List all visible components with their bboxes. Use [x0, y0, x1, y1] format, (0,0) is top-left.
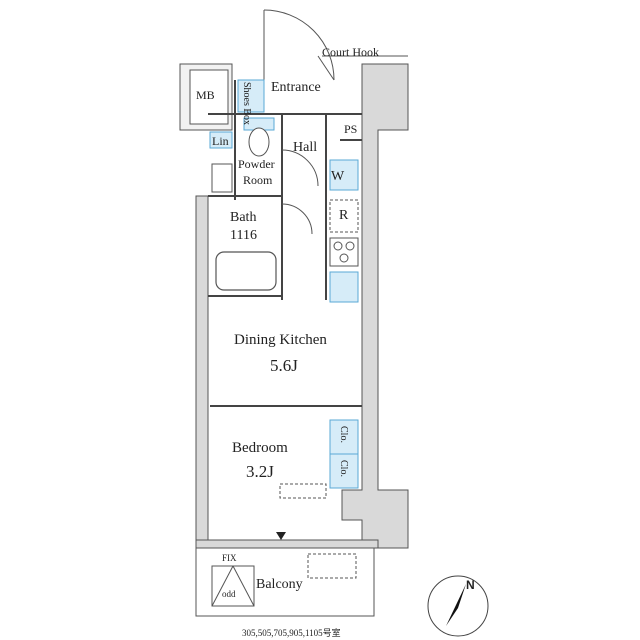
mb-label: MB: [196, 88, 215, 102]
hall-label: Hall: [293, 140, 318, 155]
fridge-space: [329, 199, 359, 233]
lin-label: Lin: [212, 134, 229, 148]
powder-sink: [211, 163, 233, 193]
closet-lower: [329, 453, 359, 489]
linen-closet: [209, 131, 233, 149]
balcony-marker: [276, 532, 286, 540]
closet-upper: [329, 419, 359, 455]
dining-kitchen-size-label: 5.6J: [270, 356, 298, 375]
closet-upper-label: Clo.: [338, 426, 349, 443]
interior-walls: [208, 80, 362, 407]
bedroom-size-label: 3.2J: [246, 462, 274, 481]
burner-3: [339, 253, 349, 263]
burner-2: [345, 241, 355, 251]
odd-label: odd: [222, 589, 236, 599]
entrance-door: [263, 9, 335, 81]
toilet-bowl: [248, 127, 270, 157]
dining-kitchen-label: Dining Kitchen: [234, 332, 327, 348]
closet-lower-label: Clo.: [338, 460, 349, 477]
bath-size-label: 1116: [230, 228, 257, 243]
stove: [329, 237, 359, 267]
court-hook-label: Court Hook: [322, 45, 379, 59]
ps-label: PS: [344, 122, 358, 136]
north-label: N: [466, 578, 475, 592]
washer-label: W: [331, 169, 345, 184]
bedroom-label: Bedroom: [232, 440, 288, 456]
shoes-box-label: Shoes Box: [241, 82, 252, 126]
hall-door-swing: [281, 149, 319, 187]
powder-room-label-1: Powder: [238, 157, 275, 171]
fix-label: FIX: [222, 553, 237, 563]
bath-label: Bath: [230, 210, 257, 225]
washer-space: [329, 159, 359, 191]
bath-door-swing: [281, 203, 313, 235]
balcony-area: [195, 547, 375, 617]
unit-numbers-label: 305,505,705,905,1105号室: [242, 628, 341, 638]
powder-room-label-2: Room: [243, 173, 273, 187]
bathtub: [215, 251, 277, 291]
fridge-label: R: [339, 208, 349, 223]
balcony-label: Balcony: [256, 577, 303, 592]
north-compass: [427, 575, 489, 637]
burner-1: [333, 241, 343, 251]
entrance-label: Entrance: [271, 80, 321, 95]
shoes-box: [237, 79, 265, 113]
kitchen-sink: [329, 271, 359, 303]
air-conditioner: [279, 483, 327, 499]
